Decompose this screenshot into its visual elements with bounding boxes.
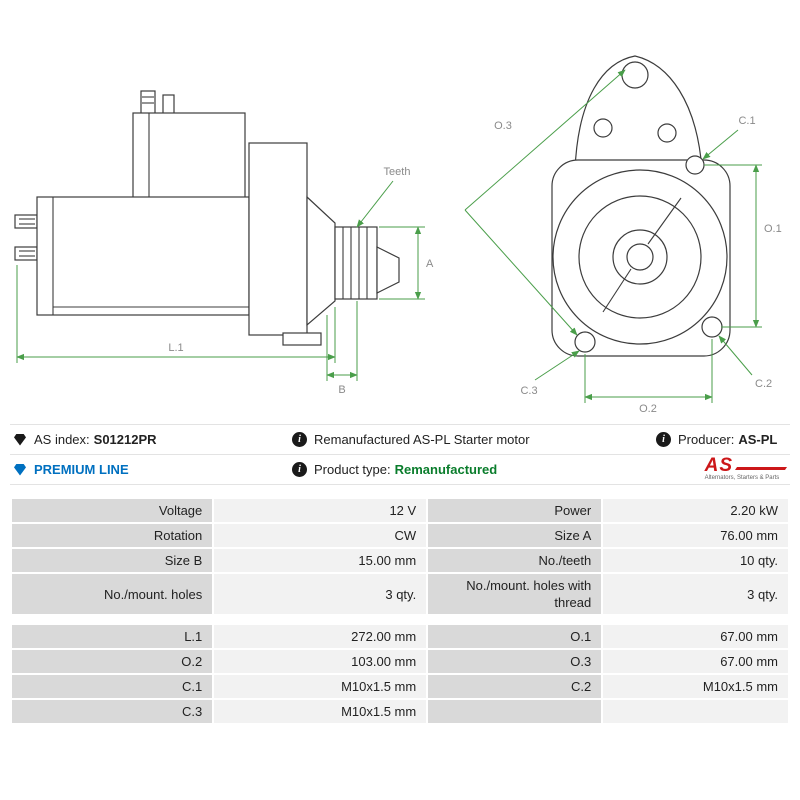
product-type-group: Product type: Remanufactured bbox=[288, 462, 652, 477]
spec-value: M10x1.5 mm bbox=[212, 698, 429, 725]
producer-group: Producer: AS-PL bbox=[652, 432, 790, 447]
spec-value bbox=[601, 698, 790, 725]
as-logo-swoosh bbox=[734, 467, 788, 470]
as-index-group: AS index: S01212PR bbox=[10, 432, 288, 447]
dim-label-a: A bbox=[426, 258, 434, 270]
spec-label: Size B bbox=[9, 547, 215, 574]
spec-value: 15.00 mm bbox=[212, 547, 429, 574]
info-icon bbox=[656, 432, 671, 447]
dim-label-c2: C.2 bbox=[755, 378, 772, 390]
spec-label: C.2 bbox=[426, 673, 604, 700]
spec-value: 3 qty. bbox=[601, 572, 790, 616]
spec-value: 67.00 mm bbox=[601, 648, 790, 675]
as-pl-logo: AS Alternators, Starters & Parts bbox=[704, 455, 788, 481]
producer-label: Producer: bbox=[678, 432, 735, 447]
starter-side-view-drawing: Teeth A L.1 B bbox=[14, 90, 434, 396]
spec-label: No./teeth bbox=[426, 547, 604, 574]
spec-label: O.3 bbox=[426, 648, 604, 675]
dim-label-b: B bbox=[338, 384, 345, 396]
spec-label bbox=[426, 698, 604, 725]
spec-label: Rotation bbox=[9, 522, 215, 549]
producer-value: AS-PL bbox=[738, 432, 778, 447]
table-row: C.3 M10x1.5 mm bbox=[9, 698, 790, 725]
as-logo-tagline: Alternators, Starters & Parts bbox=[704, 475, 780, 481]
table-row: Voltage 12 V Power 2.20 kW bbox=[9, 497, 790, 524]
spec-table: Voltage 12 V Power 2.20 kW Rotation CW S… bbox=[9, 497, 790, 725]
spec-value: 67.00 mm bbox=[601, 623, 790, 650]
spec-table-group-2: L.1 272.00 mm O.1 67.00 mm O.2 103.00 mm… bbox=[9, 623, 790, 725]
premium-diamond-icon bbox=[14, 463, 26, 476]
dim-label-l1: L.1 bbox=[168, 342, 183, 354]
logo-zone: AS Alternators, Starters & Parts bbox=[652, 455, 790, 481]
dim-label-c1: C.1 bbox=[738, 115, 755, 127]
spec-label: No./mount. holes with thread bbox=[426, 572, 604, 616]
info-bar: AS index: S01212PR Remanufactured AS-PL … bbox=[10, 424, 790, 485]
table-row: Size B 15.00 mm No./teeth 10 qty. bbox=[9, 547, 790, 574]
table-row: C.1 M10x1.5 mm C.2 M10x1.5 mm bbox=[9, 673, 790, 700]
product-description-group: Remanufactured AS-PL Starter motor bbox=[288, 432, 652, 447]
diamond-icon bbox=[14, 433, 26, 446]
spec-label: C.1 bbox=[9, 673, 215, 700]
dim-label-o1: O.1 bbox=[764, 223, 782, 235]
table-row: O.2 103.00 mm O.3 67.00 mm bbox=[9, 648, 790, 675]
spec-label: Size A bbox=[426, 522, 604, 549]
table-row: No./mount. holes 3 qty. No./mount. holes… bbox=[9, 572, 790, 616]
spec-value: M10x1.5 mm bbox=[212, 673, 429, 700]
as-logo-mark: AS bbox=[704, 455, 788, 476]
table-row: L.1 272.00 mm O.1 67.00 mm bbox=[9, 623, 790, 650]
spec-table-group-1: Voltage 12 V Power 2.20 kW Rotation CW S… bbox=[9, 497, 790, 616]
product-description: Remanufactured AS-PL Starter motor bbox=[314, 432, 530, 447]
info-row-index: AS index: S01212PR Remanufactured AS-PL … bbox=[10, 424, 790, 454]
premium-line-group: PREMIUM LINE bbox=[10, 462, 288, 477]
dim-label-c3: C.3 bbox=[520, 385, 537, 397]
spec-value: 2.20 kW bbox=[601, 497, 790, 524]
spec-label: L.1 bbox=[9, 623, 215, 650]
spec-value: CW bbox=[212, 522, 429, 549]
dim-label-teeth: Teeth bbox=[384, 166, 411, 178]
spec-value: 272.00 mm bbox=[212, 623, 429, 650]
product-type-label: Product type: bbox=[314, 462, 391, 477]
spec-value: 12 V bbox=[212, 497, 429, 524]
info-icon bbox=[292, 432, 307, 447]
dim-label-o2: O.2 bbox=[639, 403, 657, 415]
info-row-line: PREMIUM LINE Product type: Remanufacture… bbox=[10, 454, 790, 484]
starter-motor-front-view bbox=[551, 55, 731, 357]
dim-label-o3: O.3 bbox=[494, 120, 512, 132]
premium-line-label: PREMIUM LINE bbox=[34, 462, 129, 477]
side-view-dimension-lines bbox=[16, 180, 425, 381]
spec-label: C.3 bbox=[9, 698, 215, 725]
table-row: Rotation CW Size A 76.00 mm bbox=[9, 522, 790, 549]
spec-label: Power bbox=[426, 497, 604, 524]
front-view-dimension-lines bbox=[464, 69, 762, 403]
starter-front-view-drawing: O.3 C.1 O.1 C.2 C.3 O.2 bbox=[464, 55, 782, 415]
spec-label: Voltage bbox=[9, 497, 215, 524]
spec-value: 103.00 mm bbox=[212, 648, 429, 675]
spec-value: M10x1.5 mm bbox=[601, 673, 790, 700]
product-type-value: Remanufactured bbox=[394, 462, 498, 477]
spec-value: 3 qty. bbox=[212, 572, 429, 616]
spec-value: 76.00 mm bbox=[601, 522, 790, 549]
spec-label: O.1 bbox=[426, 623, 604, 650]
as-logo-text: AS bbox=[704, 455, 733, 476]
spec-label: O.2 bbox=[9, 648, 215, 675]
spec-value: 10 qty. bbox=[601, 547, 790, 574]
info-icon bbox=[292, 462, 307, 477]
as-index-label: AS index: bbox=[34, 432, 90, 447]
as-index-value: S01212PR bbox=[93, 432, 157, 447]
spec-label: No./mount. holes bbox=[9, 572, 215, 616]
starter-motor-side-view bbox=[14, 90, 400, 346]
